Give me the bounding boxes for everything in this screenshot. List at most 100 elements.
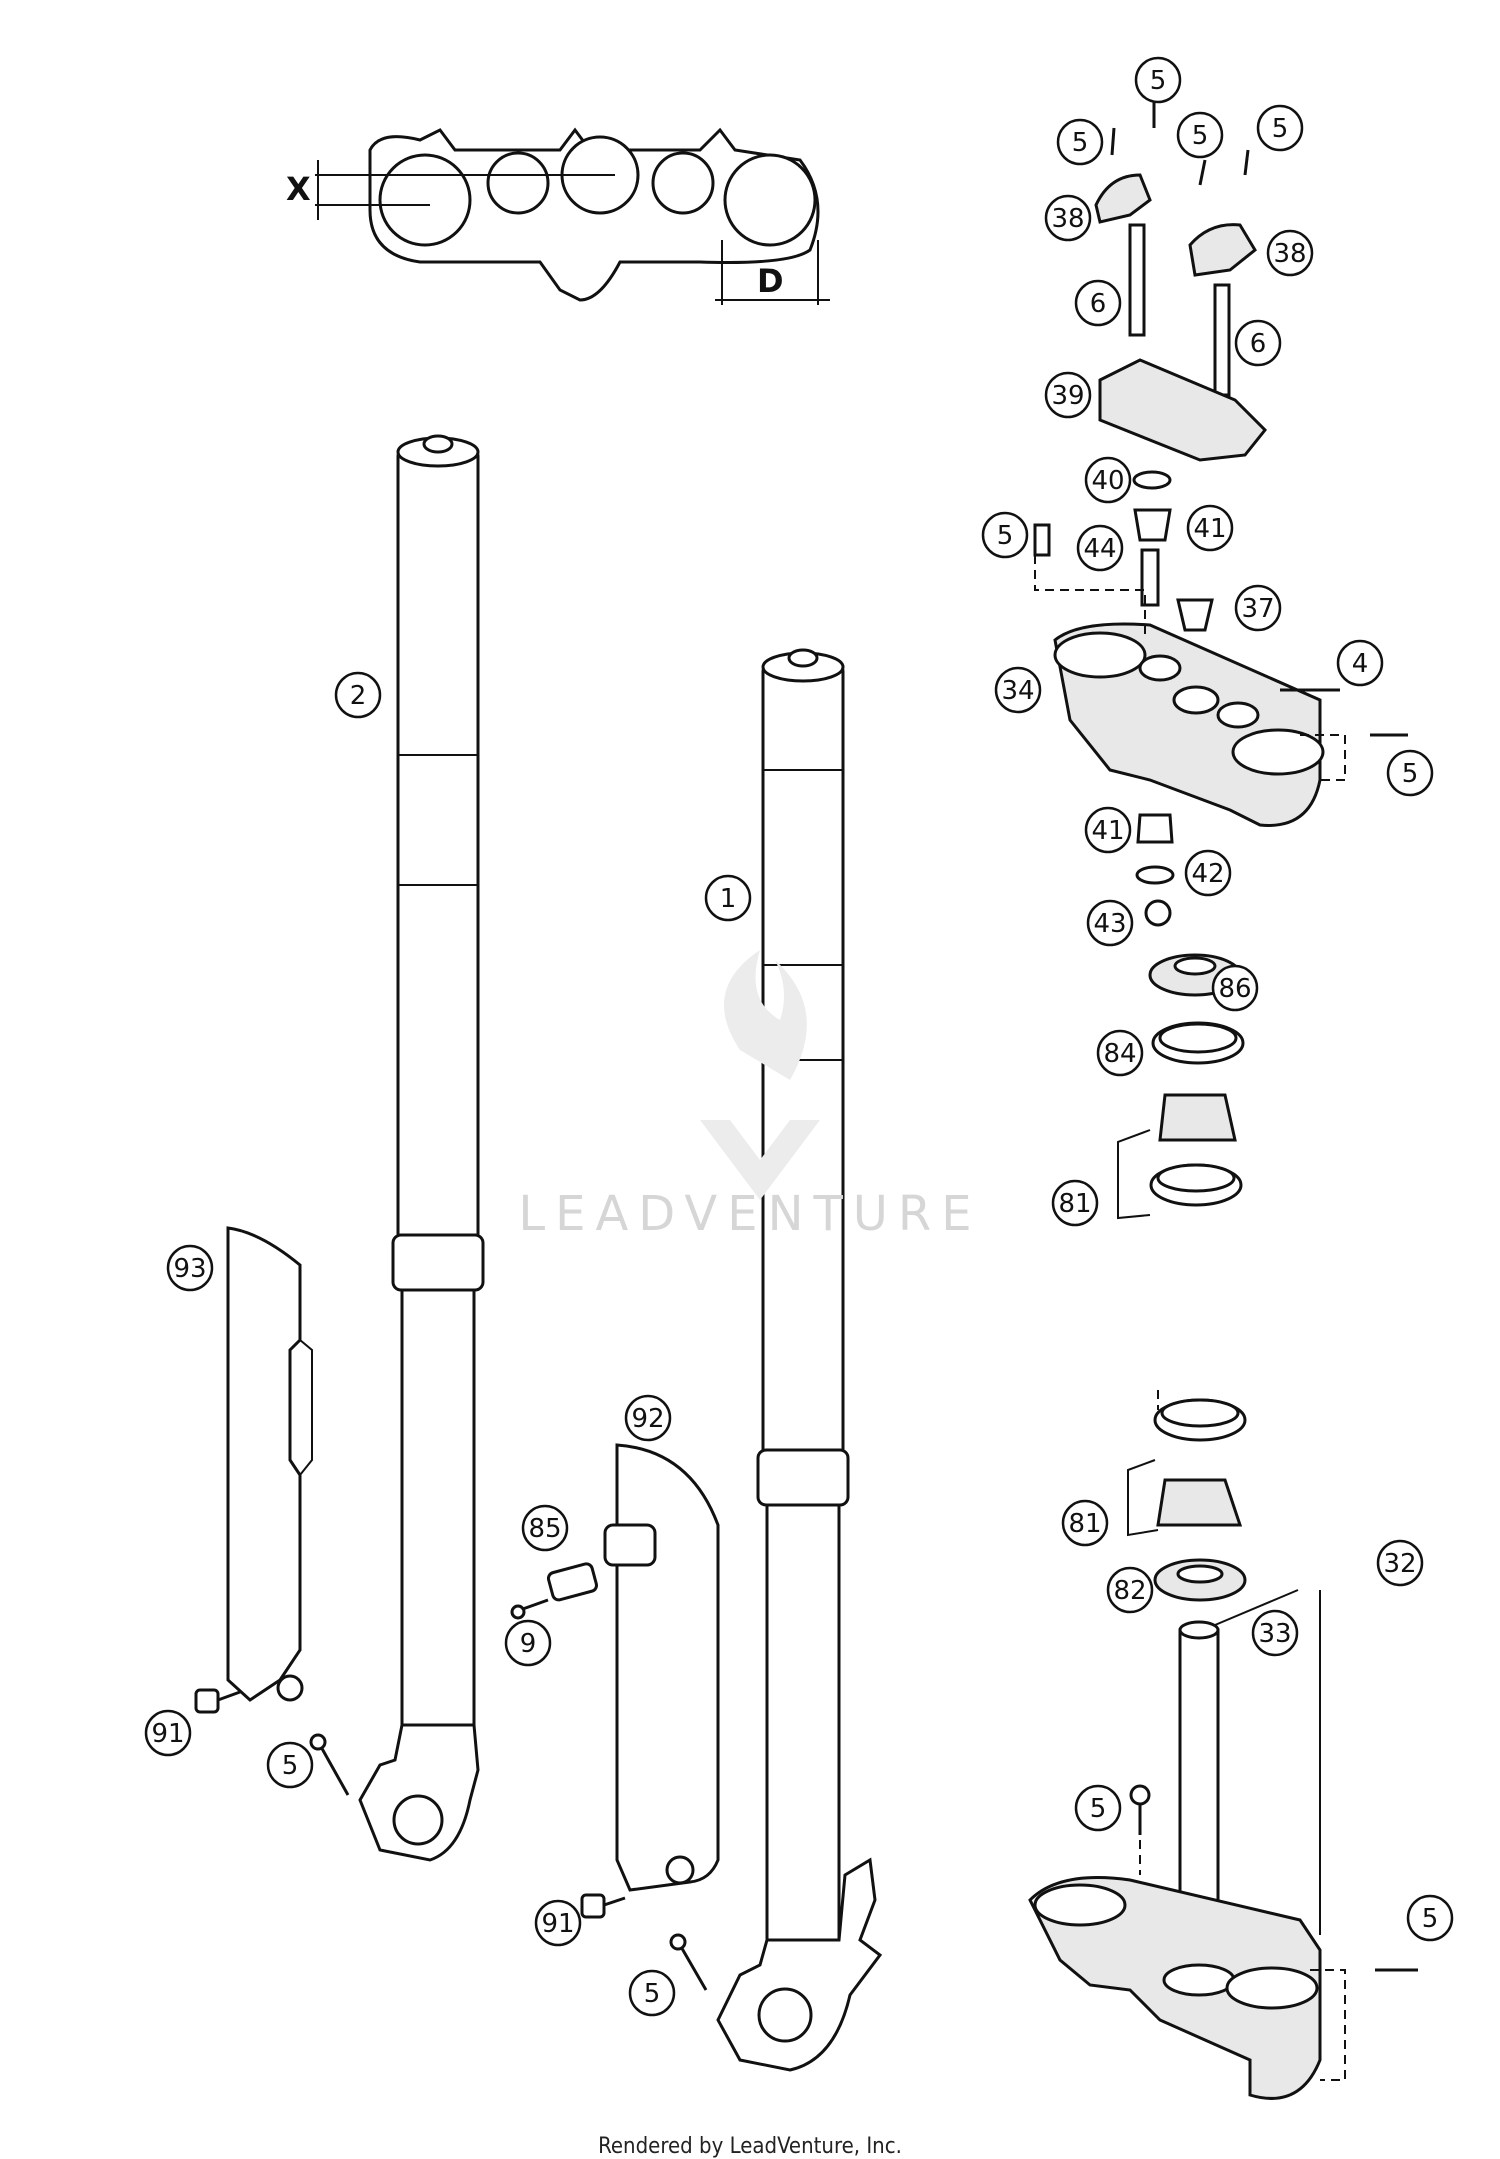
callout-34: 34	[994, 666, 1042, 714]
clamp-85	[510, 1562, 598, 1620]
callout-number: 42	[1191, 859, 1224, 889]
callout-circle	[166, 1244, 214, 1292]
callout-number: 91	[541, 1909, 574, 1939]
upper-triple-clamp-34	[1034, 555, 1408, 827]
callout-number: 38	[1273, 239, 1306, 269]
callout-85: 85	[521, 1504, 569, 1552]
callout-81: 81	[1061, 1499, 1109, 1547]
callout-6: 6	[1234, 319, 1282, 367]
callout-2: 2	[334, 671, 382, 719]
callout-number: 5	[1090, 1794, 1107, 1824]
callout-number: 9	[520, 1629, 537, 1659]
callout-number: 92	[631, 1404, 664, 1434]
bolt-91-left	[194, 1688, 241, 1714]
callout-number: 41	[1193, 514, 1226, 544]
callout-circle	[1096, 1029, 1144, 1077]
bolt-91-right	[580, 1893, 626, 1919]
callout-42: 42	[1184, 849, 1232, 897]
callout-1: 1	[704, 874, 752, 922]
callout-number: 41	[1091, 816, 1124, 846]
callout-number: 40	[1091, 466, 1124, 496]
callout-number: 6	[1250, 329, 1267, 359]
callout-circle	[266, 1741, 314, 1789]
fork-guard-93	[226, 1226, 313, 1702]
callout-number: 6	[1090, 289, 1107, 319]
callout-circle	[1106, 1566, 1154, 1614]
callout-number: 4	[1352, 649, 1369, 679]
callout-circle	[1084, 806, 1132, 854]
bolt-5-left-leg	[309, 1733, 350, 1796]
triple-clamp-top-detail: X D	[286, 127, 830, 305]
callout-number: 43	[1093, 909, 1126, 939]
callout-number: 82	[1113, 1576, 1146, 1606]
callout-circle	[1076, 524, 1124, 572]
watermark-text: LEADVENTURE	[518, 1186, 981, 1242]
callout-number: 81	[1068, 1509, 1101, 1539]
stem-lower-parts	[1117, 813, 1245, 1220]
callout-number: 5	[1072, 128, 1089, 158]
callout-number: 5	[1272, 114, 1289, 144]
callout-5: 5	[1256, 104, 1304, 152]
callout-4: 4	[1336, 639, 1384, 687]
callout-37: 37	[1234, 584, 1282, 632]
callout-6: 6	[1074, 279, 1122, 327]
callout-41: 41	[1084, 806, 1132, 854]
callout-number: 33	[1258, 1619, 1291, 1649]
callout-9: 9	[504, 1619, 552, 1667]
callout-number: 32	[1383, 1549, 1416, 1579]
callout-93: 93	[166, 1244, 214, 1292]
callout-circle	[521, 1504, 569, 1552]
callout-circle	[1084, 456, 1132, 504]
callout-circle	[1051, 1179, 1099, 1227]
callout-circle	[1251, 1609, 1299, 1657]
dimension-d-label: D	[757, 262, 784, 300]
callout-circle	[1086, 899, 1134, 947]
callout-92: 92	[624, 1394, 672, 1442]
callout-86: 86	[1211, 964, 1259, 1012]
callout-circle	[1056, 118, 1104, 166]
fork-leg-2	[358, 434, 485, 1862]
watermark: LEADVENTURE	[518, 950, 981, 1242]
callout-number: 5	[997, 521, 1014, 551]
bolt-5-right-leg	[669, 1933, 708, 1991]
callout-number: 93	[173, 1254, 206, 1284]
callout-number: 5	[1150, 66, 1167, 96]
callout-43: 43	[1086, 899, 1134, 947]
callout-91: 91	[534, 1899, 582, 1947]
lower-triple-clamp-32	[1028, 1589, 1418, 2100]
callout-5: 5	[981, 511, 1029, 559]
footer-credit: Rendered by LeadVenture, Inc.	[598, 2134, 902, 2159]
callout-circle	[981, 511, 1029, 559]
callout-44: 44	[1076, 524, 1124, 572]
callout-circle	[1256, 104, 1304, 152]
callout-number: 39	[1051, 381, 1084, 411]
fork-guard-92	[603, 1443, 720, 1892]
callout-number: 5	[1402, 759, 1419, 789]
callout-circle	[1074, 279, 1122, 327]
callout-circle	[994, 666, 1042, 714]
callout-number: 5	[1422, 1904, 1439, 1934]
callout-number: 44	[1083, 534, 1116, 564]
callout-38: 38	[1266, 229, 1314, 277]
callout-circle	[1266, 229, 1314, 277]
callout-circle	[1044, 194, 1092, 242]
callout-circle	[534, 1899, 582, 1947]
callout-number: 91	[151, 1719, 184, 1749]
callout-5: 5	[1386, 749, 1434, 797]
callout-circle	[628, 1969, 676, 2017]
callout-5: 5	[1134, 56, 1182, 104]
callout-circle	[1234, 584, 1282, 632]
callout-circle	[334, 671, 382, 719]
callout-84: 84	[1096, 1029, 1144, 1077]
callout-circle	[1134, 56, 1182, 104]
callout-82: 82	[1106, 1566, 1154, 1614]
callout-number: 81	[1058, 1189, 1091, 1219]
callout-5: 5	[266, 1741, 314, 1789]
callout-circle	[1336, 639, 1384, 687]
callout-circle	[1406, 1894, 1454, 1942]
callout-91: 91	[144, 1709, 192, 1757]
callout-number: 1	[720, 884, 737, 914]
callout-circle	[1376, 1539, 1424, 1587]
